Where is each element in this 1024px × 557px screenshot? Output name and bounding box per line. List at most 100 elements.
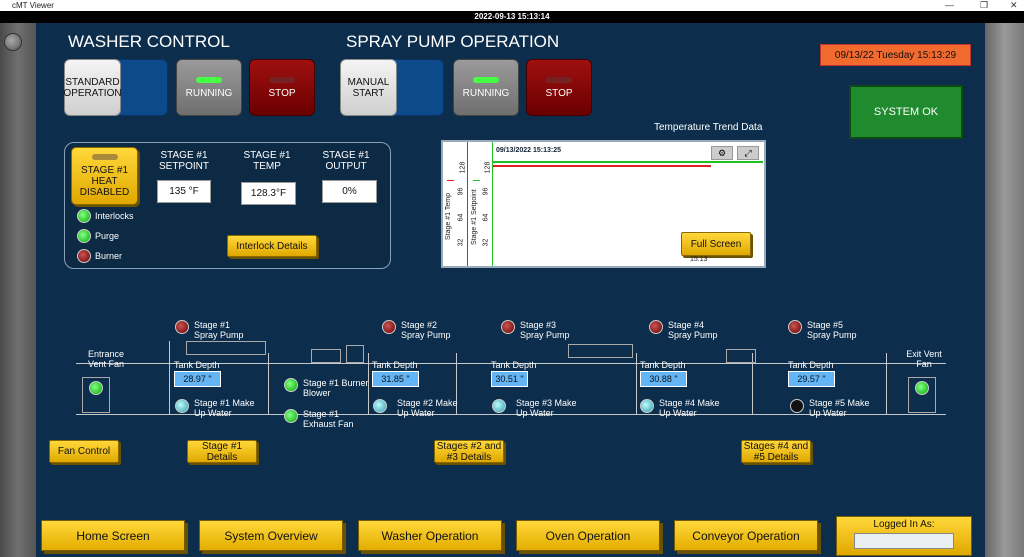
purge-indicator — [77, 229, 91, 243]
line-outline — [76, 363, 946, 364]
temp-axis-label: Stage #1 Temp — [445, 193, 452, 240]
stage2-tank-label: Tank Depth — [372, 360, 418, 370]
stage2-makeup-label: Stage #2 Make Up Water — [397, 398, 458, 418]
pump-stop-lamp — [546, 76, 572, 83]
system-overview-button[interactable]: System Overview — [199, 520, 343, 551]
stage4-pump-indicator[interactable] — [649, 320, 663, 334]
window-titlebar: cMT Viewer — ❐ ✕ — [0, 0, 1024, 11]
washer-running-button[interactable]: RUNNING — [176, 59, 242, 116]
stage1-tank-label: Tank Depth — [174, 360, 220, 370]
stage2-tank-value: 31.85 " — [372, 371, 419, 387]
output-value: 0% — [322, 180, 377, 203]
stage5-tank-label: Tank Depth — [788, 360, 834, 370]
manual-start-button[interactable]: MANUAL START — [340, 59, 397, 116]
stage1-left-wall — [169, 341, 170, 415]
temp-value: 128.3°F — [241, 182, 296, 205]
stage3-tank-value: 30.51 " — [491, 371, 528, 387]
burner-blower-indicator[interactable] — [284, 378, 298, 392]
full-screen-button[interactable]: Full Screen — [681, 232, 751, 256]
entrance-fan-indicator[interactable] — [89, 381, 103, 395]
standard-operation-button[interactable]: STANDARD OPERATION — [63, 59, 122, 116]
stage1-pump-indicator[interactable] — [175, 320, 189, 334]
oven-operation-button[interactable]: Oven Operation — [516, 520, 660, 551]
pump-stop-label: STOP — [545, 87, 573, 99]
interlocks-label: Interlocks — [95, 211, 134, 221]
stage5-tank-value: 29.57 " — [788, 371, 835, 387]
stage2-pump-indicator[interactable] — [382, 320, 396, 334]
stage5-pump-label: Stage #5 Spray Pump — [807, 320, 857, 340]
interlock-details-button[interactable]: Interlock Details — [227, 235, 317, 257]
conveyor-operation-button[interactable]: Conveyor Operation — [674, 520, 818, 551]
hmi-screen: WASHER CONTROL SPRAY PUMP OPERATION STAN… — [36, 23, 985, 557]
right-bezel — [985, 23, 1024, 557]
exit-fan-indicator[interactable] — [915, 381, 929, 395]
minimize-icon[interactable]: — — [945, 0, 954, 10]
stages23-details-button[interactable]: Stages #2 and #3 Details — [434, 440, 504, 463]
stage3-makeup-label: Stage #3 Make Up Water — [516, 398, 577, 418]
stage1-pump-label: Stage #1 Spray Pump — [194, 320, 244, 340]
stage4-makeup-label: Stage #4 Make Up Water — [659, 398, 720, 418]
washer-operation-button[interactable]: Washer Operation — [358, 520, 502, 551]
restore-icon[interactable]: ❐ — [980, 0, 989, 10]
temp-tick-1: 128 — [459, 161, 467, 174]
setpoint-tick-2: 96 — [482, 187, 490, 196]
logged-in-panel: Logged In As: — [836, 516, 972, 556]
expand-icon[interactable]: ⤢ — [737, 146, 759, 160]
stage2-right-wall — [456, 353, 457, 415]
pump-running-lamp — [473, 76, 499, 83]
system-ok-indicator: SYSTEM OK — [849, 85, 963, 139]
settings-icon[interactable]: ⚙ — [711, 146, 733, 160]
stage3-makeup-indicator[interactable] — [492, 399, 506, 413]
pump-stop-button[interactable]: STOP — [526, 59, 592, 116]
logged-in-label: Logged In As: — [873, 519, 935, 530]
pump-running-button[interactable]: RUNNING — [453, 59, 519, 116]
home-screen-button[interactable]: Home Screen — [41, 520, 185, 551]
stages45-details-button[interactable]: Stages #4 and #5 Details — [741, 440, 811, 463]
burner-label: Burner — [95, 251, 123, 261]
washer-control-title: WASHER CONTROL — [68, 32, 230, 51]
temp-trend-line — [493, 165, 711, 167]
setpoint-tick-4: 32 — [482, 238, 490, 247]
stage4-right-wall — [752, 353, 753, 415]
stage4-pump-label: Stage #4 Spray Pump — [668, 320, 718, 340]
washer-stop-button[interactable]: STOP — [249, 59, 315, 116]
stage2-makeup-indicator[interactable] — [373, 399, 387, 413]
stage4-left-wall — [636, 353, 637, 415]
burner-blower-box — [311, 349, 341, 363]
stage3-tank-label: Tank Depth — [491, 360, 537, 370]
stage5-right-wall — [886, 353, 887, 415]
stage3-pump-indicator[interactable] — [501, 320, 515, 334]
window-title: cMT Viewer — [12, 1, 54, 10]
stage1-makeup-label: Stage #1 Make Up Water — [194, 398, 255, 418]
purge-label: Purge — [95, 231, 120, 241]
output-label: STAGE #1 OUTPUT — [322, 150, 370, 172]
stop-lamp — [269, 76, 295, 83]
burner-blower-label: Stage #1 Burner Blower — [303, 378, 369, 398]
setpoint-value[interactable]: 135 °F — [157, 180, 211, 203]
washer-stop-label: STOP — [268, 87, 296, 99]
stage1-right-wall — [268, 353, 269, 415]
stage4-aux-box — [726, 349, 756, 363]
stage1-details-button[interactable]: Stage #1 Details — [187, 440, 257, 463]
stage2-left-wall — [368, 353, 369, 415]
exit-fan-box — [908, 377, 936, 413]
stage4-tank-label: Tank Depth — [640, 360, 686, 370]
exit-fan-label: Exit Vent Fan — [906, 349, 942, 369]
fan-control-button[interactable]: Fan Control — [49, 440, 119, 463]
stage4-makeup-indicator[interactable] — [640, 399, 654, 413]
burner-indicator — [77, 249, 91, 263]
timestamp-bar: 2022-09-13 15:13:14 — [0, 11, 1024, 23]
exhaust-fan-indicator[interactable] — [284, 409, 298, 423]
stage5-makeup-indicator[interactable] — [790, 399, 804, 413]
heat-lamp — [91, 154, 118, 160]
setpoint-tick-3: 64 — [482, 213, 490, 222]
stage1-heat-button[interactable]: STAGE #1 HEAT DISABLED — [71, 147, 138, 205]
stage1-makeup-indicator[interactable] — [175, 399, 189, 413]
setpoint-tick-1: 128 — [484, 161, 492, 174]
stage5-pump-indicator[interactable] — [788, 320, 802, 334]
stage4-tank-value: 30.88 " — [640, 371, 687, 387]
washer-running-label: RUNNING — [185, 87, 233, 99]
temp-label: STAGE #1 TEMP — [243, 150, 291, 172]
close-icon[interactable]: ✕ — [1010, 0, 1018, 10]
exhaust-fan-label: Stage #1 Exhaust Fan — [303, 409, 354, 429]
